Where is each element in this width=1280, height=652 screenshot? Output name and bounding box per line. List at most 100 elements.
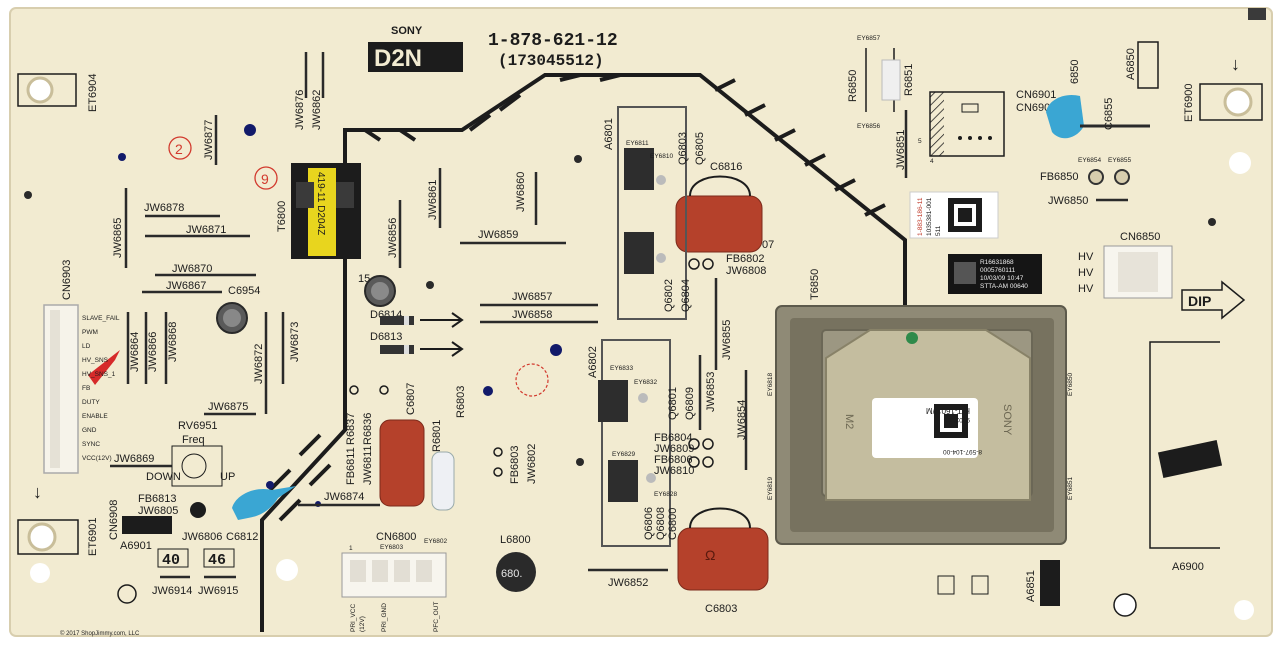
label-r6837: R6837 (345, 413, 357, 445)
box-40 (157, 548, 189, 568)
label-cn6903: CN6903 (61, 260, 73, 300)
label-jw6864: JW6864 (129, 332, 141, 372)
label-c6803: C6803 (705, 603, 737, 615)
label-jw6874: JW6874 (324, 491, 364, 503)
label-c6954: C6954 (228, 285, 260, 297)
sticker-line1: 1-883-186-11 (917, 197, 924, 236)
label-ey6810: EY6810 (650, 153, 674, 160)
label-et6901: ET6901 (87, 517, 99, 556)
label-jw6809: JW6809 (654, 443, 694, 455)
label-jw6861: JW6861 (427, 180, 439, 220)
label-et6904: ET6904 (87, 73, 99, 112)
label-pfc-out: PFC_OUT (433, 602, 440, 632)
fb6813-bead (190, 502, 206, 518)
inductor-value: 680. (501, 568, 522, 580)
label-ey6803: EY6803 (380, 544, 404, 551)
label-ey6851: EY6851 (1067, 476, 1074, 500)
transformer-label-line1: 8-597-104-00 (943, 448, 982, 455)
cn6903-pin-label: ENABLE (82, 413, 108, 420)
label-ey6802: EY6802 (424, 538, 448, 545)
brand-text: SONY (391, 25, 423, 37)
cn6903-pin-label: SYNC (82, 441, 100, 448)
label-jw6857: JW6857 (512, 291, 552, 303)
label-jw6806: JW6806 (182, 531, 222, 543)
label-ey6819: EY6819 (767, 476, 774, 500)
label-dip: DIP (1188, 293, 1211, 309)
blue-clip-left (232, 486, 296, 520)
marking-symbol-2 (971, 575, 989, 595)
label-q6804: Q6804 (680, 279, 692, 312)
label-jw6873: JW6873 (289, 322, 301, 362)
label-jw6805: JW6805 (138, 505, 178, 517)
cn6903-pin-label: PWM (82, 329, 98, 336)
label-jw6807: 07 (762, 239, 774, 251)
marking-symbol-1 (937, 575, 955, 595)
electrolytic-caps (216, 275, 396, 334)
label-jw6872: JW6872 (253, 344, 265, 384)
cn6901-outline (929, 91, 1005, 157)
label-t6800: T6800 (276, 201, 288, 232)
label-fb6811: FB6811 (345, 447, 357, 485)
film-capacitors (379, 175, 769, 591)
label-hv3: HV (1078, 283, 1094, 295)
label-pri-vcc: PRI_VCC (350, 604, 357, 632)
label-rv6951: RV6951 (178, 420, 218, 432)
label-a6801: A6801 (603, 118, 615, 150)
ferrite-beads (349, 258, 714, 477)
label-jw6855: JW6855 (721, 320, 733, 360)
label-jw6871: JW6871 (186, 224, 226, 236)
label-jw6862: JW6862 (311, 90, 323, 130)
label-jw6915: JW6915 (198, 585, 238, 597)
hand-scribble (515, 363, 549, 397)
hand-mark-2 (168, 136, 192, 160)
label-cn6850: CN6850 (1120, 231, 1160, 243)
part-number: 1-878-621-12 (488, 31, 618, 51)
label-hv1: HV (1078, 251, 1094, 263)
label-ey6828: EY6828 (654, 491, 678, 498)
jumper-wires (110, 52, 1128, 579)
label-q6808: Q6808 (655, 507, 667, 540)
label-down: DOWN (146, 471, 181, 483)
cn6908-connector (122, 516, 172, 534)
label-r6850: R6850 (847, 70, 859, 102)
label-jw6856: JW6856 (387, 218, 399, 258)
label-fb6806: FB6806 (654, 454, 693, 466)
label-ey6811: EY6811 (626, 140, 649, 147)
model-logo-box (368, 42, 463, 72)
label-fb6804: FB6804 (654, 432, 693, 444)
sticker-line3: 511 (935, 225, 942, 236)
diodes (380, 312, 464, 357)
label-jw6854: JW6854 (736, 400, 748, 440)
label-jw6876: JW6876 (294, 90, 306, 130)
label-a6850: A6850 (1125, 48, 1137, 80)
dip-arrow (1181, 280, 1246, 320)
heatsinks (598, 106, 687, 547)
label-jw6867: JW6867 (166, 280, 206, 292)
label-c6812: C6812 (226, 531, 258, 543)
a6900-outline (1149, 341, 1223, 549)
label-q6805: Q6805 (694, 132, 706, 165)
hand-digit-2: 2 (175, 141, 183, 157)
label-up: UP (220, 471, 235, 483)
label-jw6808: JW6808 (726, 265, 766, 277)
label-jw6802: JW6802 (526, 444, 538, 484)
arrow-down-icon: ↓ (1231, 54, 1240, 74)
label-hv2: HV (1078, 267, 1094, 279)
hand-digit-9: 9 (261, 171, 269, 187)
label-q6801: Q6801 (667, 387, 679, 420)
cn6800-pin1: 1 (349, 545, 353, 552)
label-q6802: Q6802 (663, 279, 675, 312)
label-jw6859: JW6859 (478, 229, 518, 241)
transformer-brand: SONY (1001, 404, 1013, 436)
heatsink-labels: A6801 EY6811 EY6810 Q6803 Q6805 Q6802 Q6… (587, 118, 774, 589)
label-pin4: 4 (930, 158, 934, 165)
label-ey6833: EY6833 (610, 365, 634, 372)
label-ey6818: EY6818 (767, 372, 774, 396)
label-jw6868: JW6868 (167, 322, 179, 362)
label-c6800: C6800 (667, 508, 679, 540)
label-cn6908: CN6908 (108, 500, 120, 540)
label-r6836: R6836 (362, 413, 374, 445)
copyright-text: © 2017 ShopJimmy.com, LLC (60, 630, 140, 637)
